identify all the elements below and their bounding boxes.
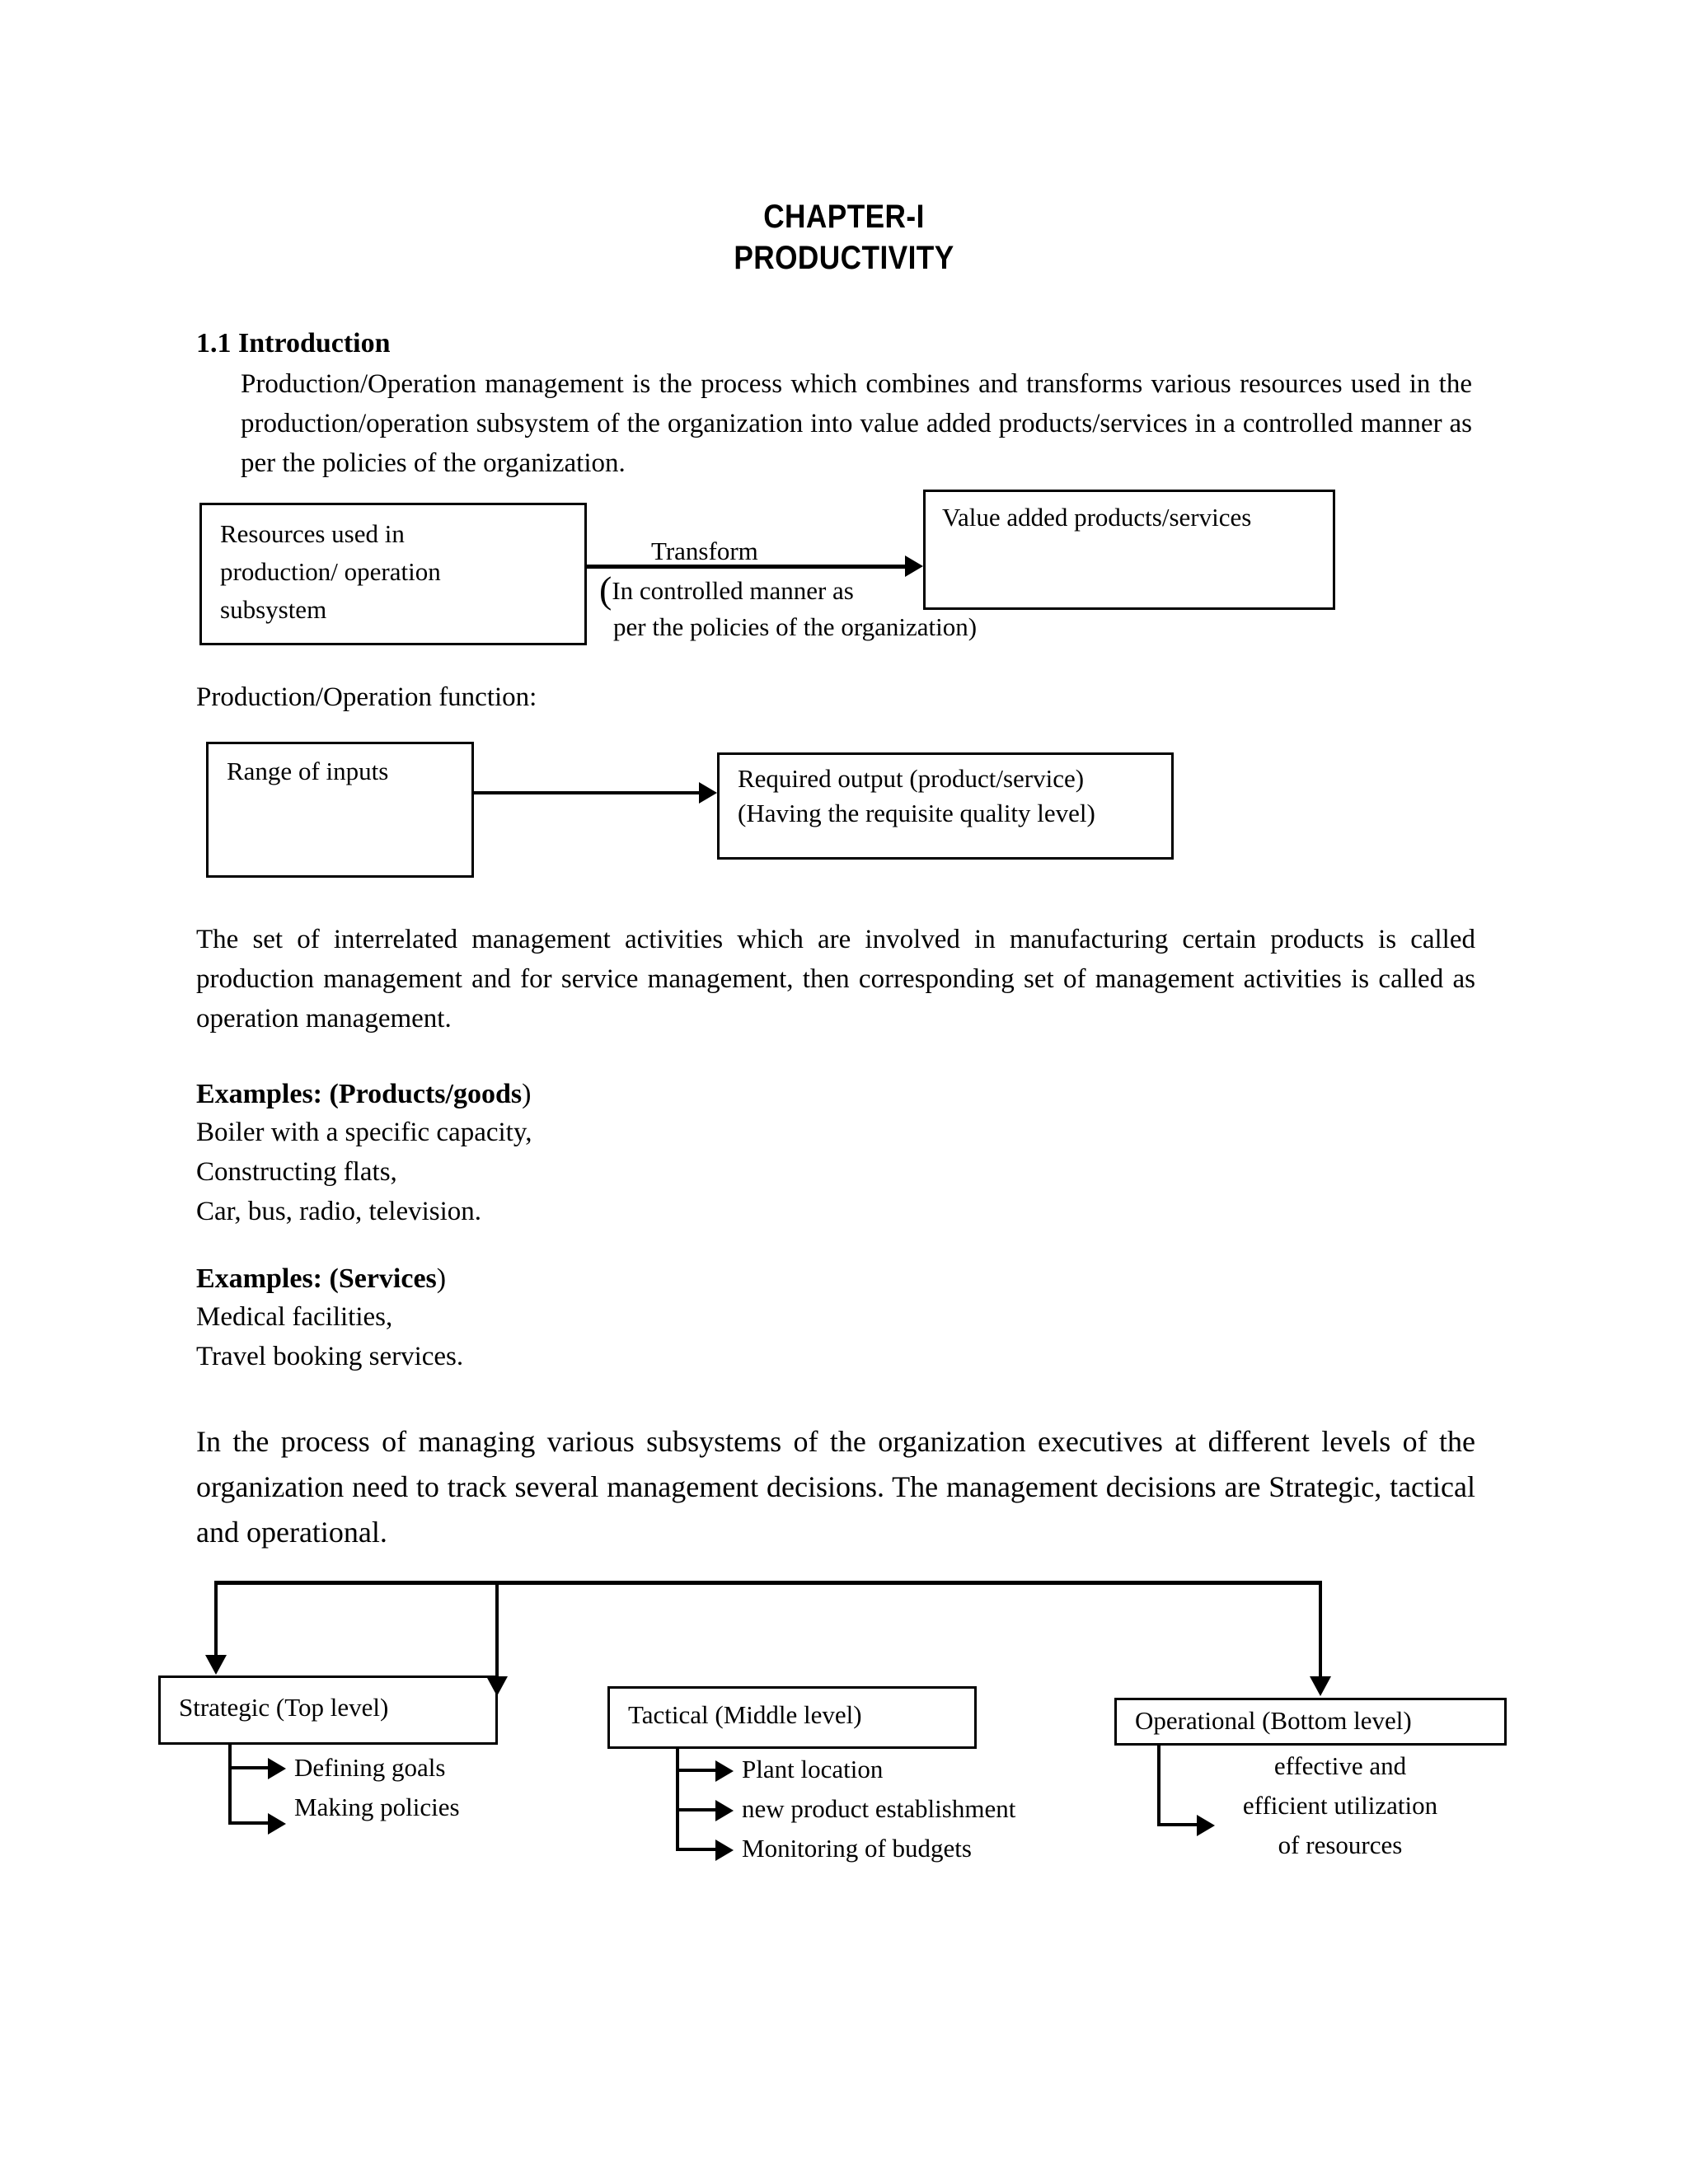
examples-products-item-2: Constructing flats, — [196, 1157, 397, 1187]
tactical-branch-line-2 — [676, 1808, 719, 1811]
tactical-branch-arrow-1-icon — [715, 1760, 734, 1782]
function-arrow-line — [474, 791, 702, 794]
examples-products-heading: Examples: (Products/goods) — [196, 1077, 531, 1112]
operational-branch-line-1 — [1157, 1823, 1200, 1826]
introduction-paragraph: Production/Operation management is the p… — [241, 369, 1472, 478]
decision-box-operational: Operational (Bottom level) — [1114, 1698, 1507, 1746]
decisions-paragraph: In the process of managing various subsy… — [196, 1425, 1475, 1549]
transform-output-box: Value added products/services — [923, 490, 1335, 610]
operational-branch-label-line-1: effective and — [1273, 1751, 1407, 1780]
function-arrow-head-icon — [699, 782, 717, 804]
examples-products-heading-bold: Examples: (Products/goods — [196, 1079, 523, 1109]
examples-services-item-2: Travel booking services. — [196, 1342, 464, 1371]
tree-drop-tactical — [495, 1581, 499, 1681]
decision-box-tactical-label: Tactical (Middle level) — [628, 1700, 862, 1729]
tactical-branch-label-2: new product establishment — [742, 1794, 1016, 1823]
chapter-title-line-2: PRODUCTIVITY — [734, 240, 954, 276]
transform-note-line-2: (In controlled manner as — [599, 569, 854, 611]
tree-drop-strategic — [214, 1581, 218, 1660]
chapter-title: CHAPTER-I PRODUCTIVITY — [101, 196, 1587, 279]
transform-input-line-2: production/ operation — [220, 557, 441, 586]
tactical-branch-arrow-3-icon — [715, 1840, 734, 1861]
strategic-branch-arrow-1-icon — [268, 1758, 286, 1779]
tree-drop-operational — [1319, 1581, 1322, 1681]
transform-arrow-line — [587, 565, 908, 569]
examples-products-item-3: Car, bus, radio, television. — [196, 1197, 482, 1226]
strategic-branch-line-2 — [228, 1821, 271, 1825]
examples-products-item-1: Boiler with a specific capacity, — [196, 1118, 532, 1147]
operational-branch-label-line-3: of resources — [1278, 1830, 1403, 1859]
tactical-branch-spine — [676, 1749, 679, 1851]
operational-branch-spine — [1157, 1746, 1160, 1826]
function-output-line-1: Required output (product/service) — [738, 764, 1085, 793]
production-operation-function-heading: Production/Operation function: — [196, 682, 537, 712]
decision-box-strategic: Strategic (Top level) — [158, 1675, 498, 1745]
strategic-branch-label-2: Making policies — [294, 1793, 460, 1821]
tactical-branch-arrow-2-icon — [715, 1800, 734, 1821]
function-output-box: Required output (product/service) (Havin… — [717, 752, 1174, 860]
transform-arrow-head-icon — [905, 555, 923, 577]
strategic-branch-label-1: Defining goals — [294, 1753, 446, 1782]
open-paren-glyph: ( — [599, 569, 612, 611]
examples-products-heading-tail: ) — [522, 1079, 532, 1109]
decision-box-operational-label: Operational (Bottom level) — [1135, 1706, 1412, 1735]
tree-arrow-head-operational-icon — [1310, 1676, 1331, 1696]
strategic-branch-spine — [228, 1745, 232, 1825]
tactical-branch-line-1 — [676, 1769, 719, 1772]
function-input-box: Range of inputs — [206, 742, 474, 878]
decision-box-tactical: Tactical (Middle level) — [607, 1686, 977, 1749]
transform-input-line-1: Resources used in — [220, 519, 405, 548]
tactical-branch-line-3 — [676, 1848, 719, 1851]
transform-input-box: Resources used in production/ operation … — [199, 503, 587, 645]
examples-services-item-1: Medical facilities, — [196, 1302, 393, 1332]
transform-note-line-3: per the policies of the organization) — [613, 612, 978, 641]
transform-arrow-label: Transform — [651, 537, 758, 565]
tactical-branch-label-1: Plant location — [742, 1755, 884, 1783]
strategic-branch-line-1 — [228, 1766, 271, 1769]
tactical-branch-label-3: Monitoring of budgets — [742, 1834, 972, 1863]
examples-services-heading-tail: ) — [436, 1263, 447, 1294]
function-input-label: Range of inputs — [227, 757, 389, 785]
chapter-title-line-1: CHAPTER-I — [763, 199, 925, 235]
tree-arrow-head-strategic-icon — [205, 1655, 227, 1675]
transform-input-line-3: subsystem — [220, 595, 327, 624]
examples-services-heading-bold: Examples: (Services — [196, 1263, 437, 1294]
function-output-line-2: (Having the requisite quality level) — [738, 799, 1095, 827]
body-paragraph: The set of interrelated management activ… — [196, 925, 1475, 1033]
operational-branch-label-line-2: efficient utilization — [1242, 1791, 1438, 1820]
transform-note-line-2-text: In controlled manner as — [612, 576, 854, 605]
section-heading-introduction: 1.1 Introduction — [196, 328, 391, 359]
examples-services-heading: Examples: (Services) — [196, 1262, 446, 1296]
decision-box-strategic-label: Strategic (Top level) — [179, 1693, 389, 1722]
tree-top-bar — [214, 1581, 1322, 1585]
transform-output-label: Value added products/services — [942, 503, 1252, 532]
strategic-branch-arrow-2-icon — [268, 1813, 286, 1835]
operational-branch-arrow-1-icon — [1197, 1815, 1215, 1836]
